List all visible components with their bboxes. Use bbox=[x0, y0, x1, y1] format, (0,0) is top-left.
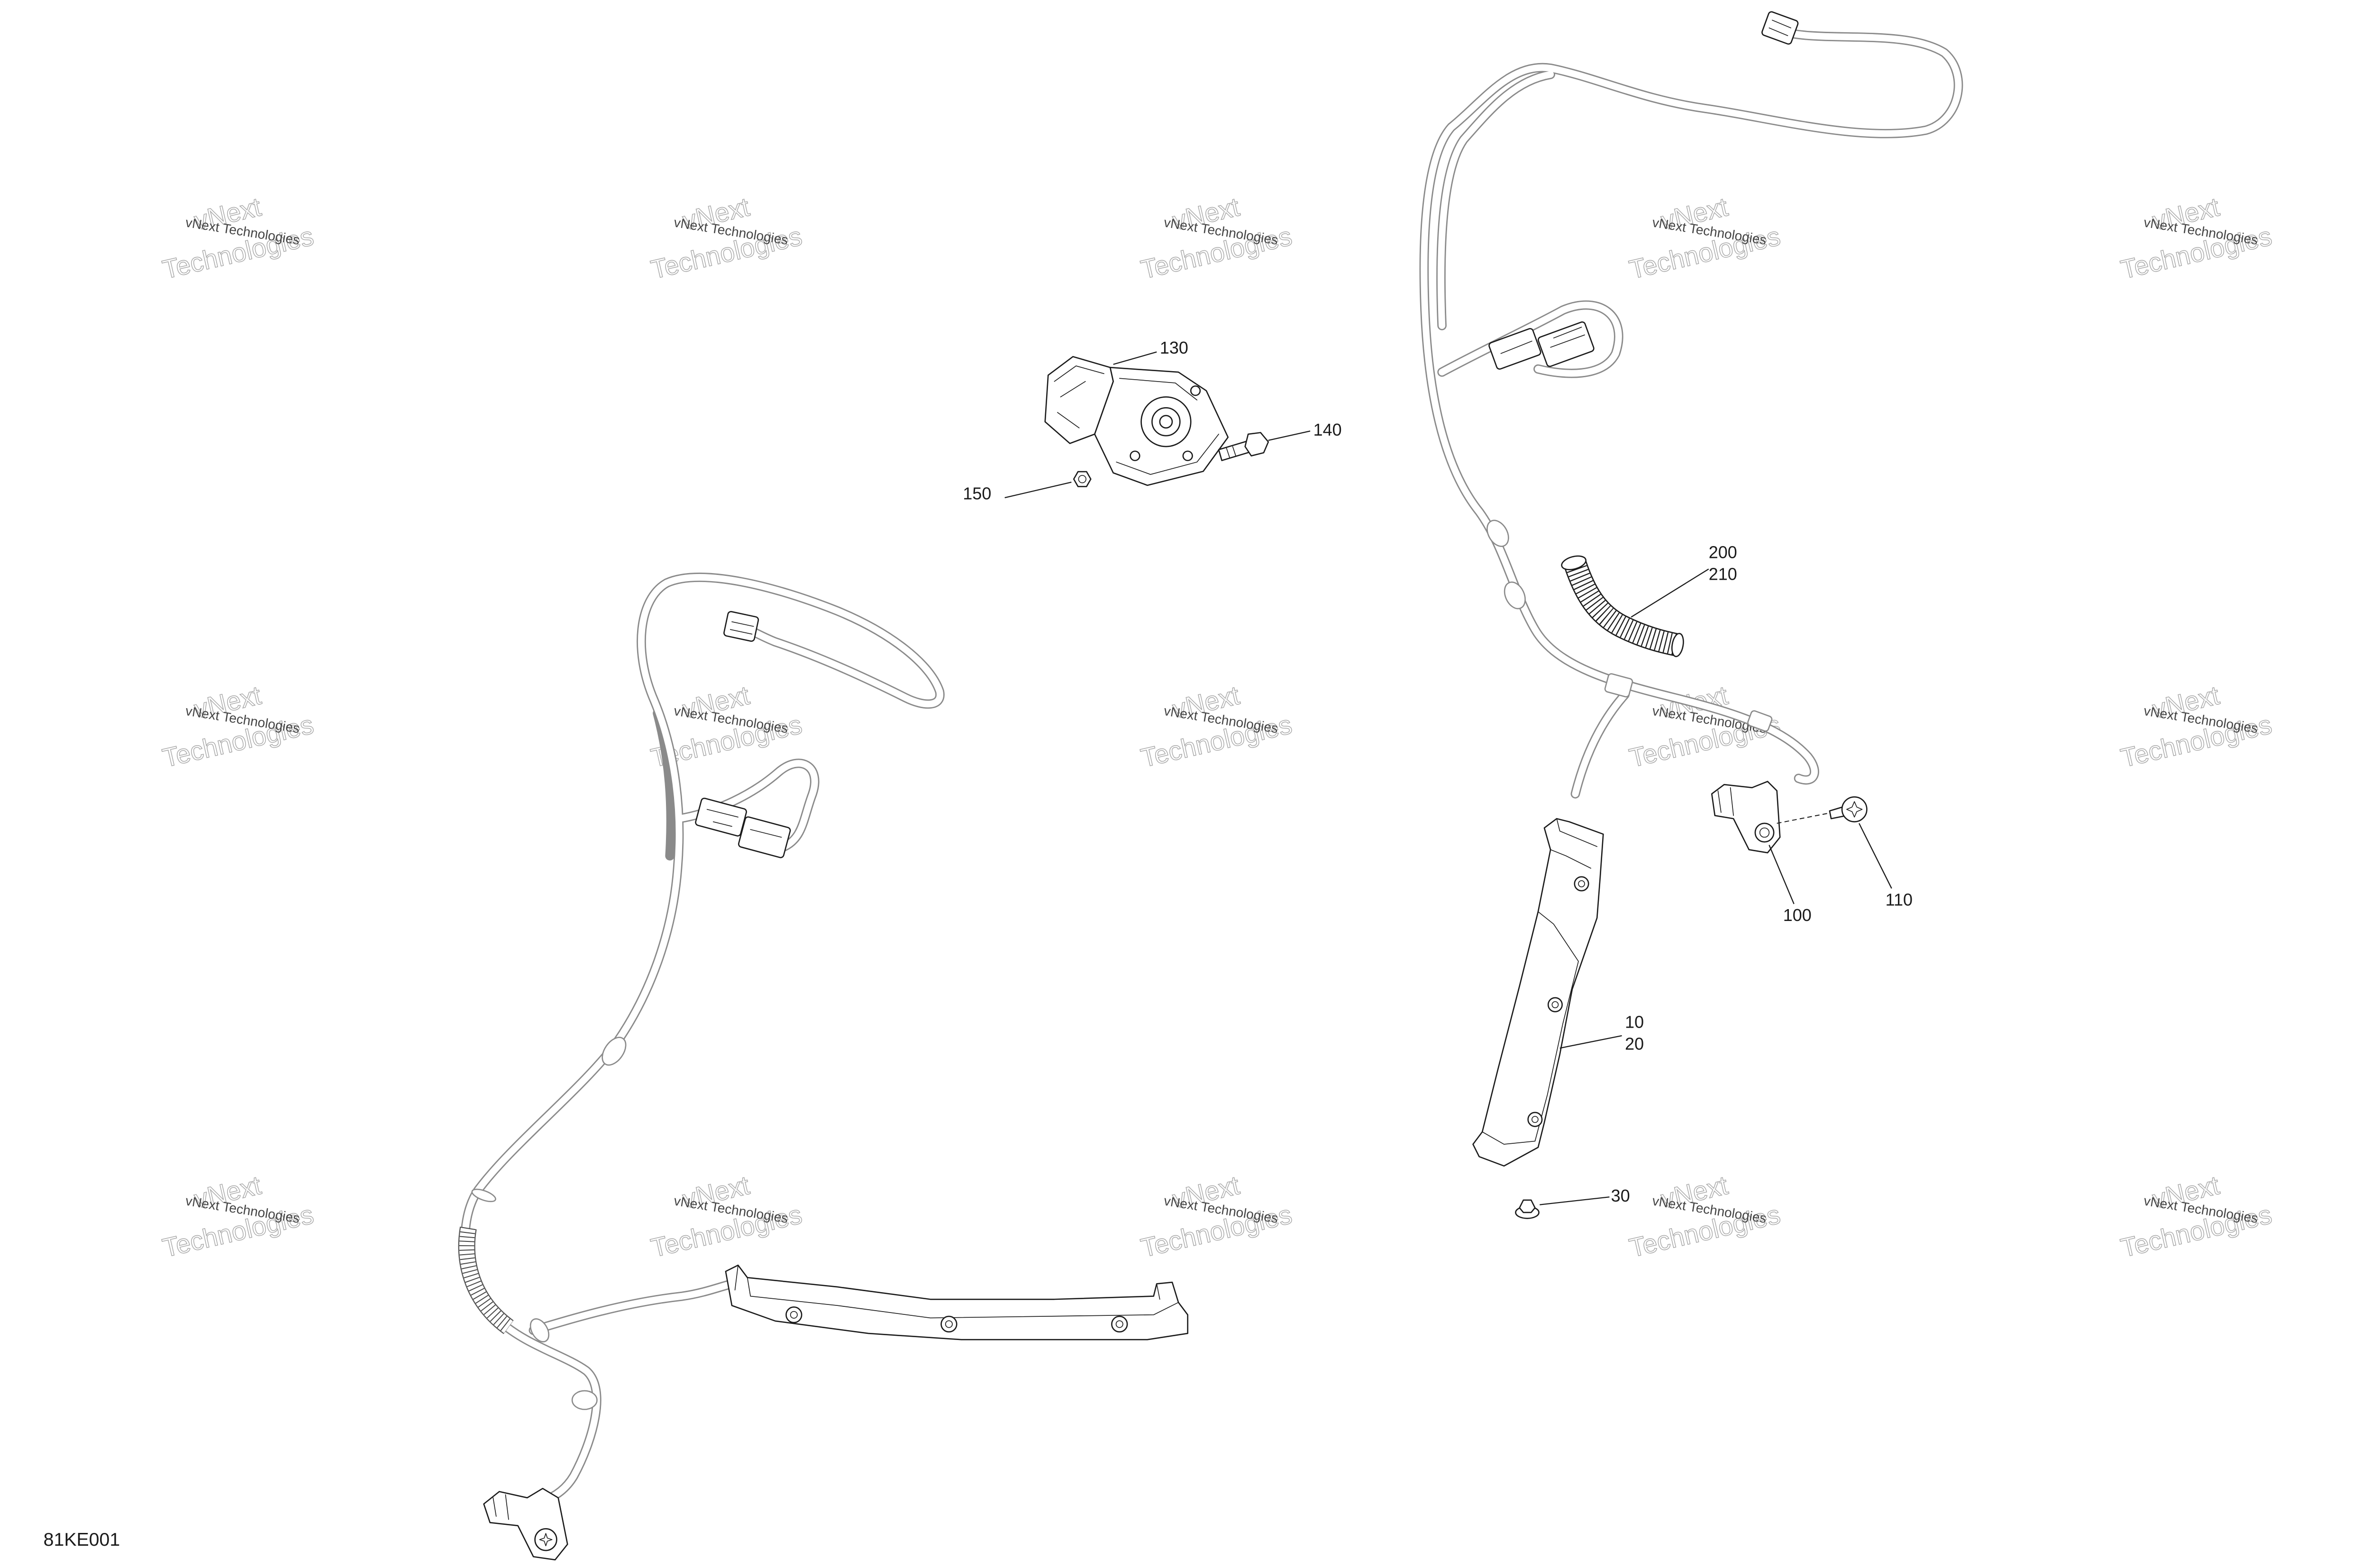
callout-100: 100 bbox=[1768, 845, 1812, 925]
callout-140: 140 bbox=[1268, 420, 1342, 441]
mount-hole bbox=[1130, 450, 1140, 461]
band bbox=[471, 1188, 496, 1203]
mount-hole bbox=[1190, 385, 1201, 396]
harness-outline bbox=[1419, 26, 1963, 799]
sleeve bbox=[1604, 673, 1633, 698]
leader-line bbox=[1004, 482, 1072, 499]
leader-line bbox=[1113, 351, 1157, 365]
callout-200-210: 200 210 bbox=[1631, 543, 1737, 618]
rail-body bbox=[725, 1264, 1189, 1340]
callout-label: 20 bbox=[1625, 1034, 1644, 1053]
callout-label: 140 bbox=[1313, 420, 1342, 439]
harness-clip-rail-left bbox=[725, 1264, 1189, 1340]
harness-second-strand bbox=[1436, 70, 1555, 330]
part-150-nut bbox=[1073, 471, 1092, 487]
part-110-screw bbox=[1829, 796, 1868, 822]
rail-grommet bbox=[1527, 1112, 1543, 1127]
callout-label: 130 bbox=[1160, 338, 1188, 357]
sensor-body bbox=[1711, 781, 1781, 854]
harness-trunk bbox=[1419, 26, 1963, 785]
leader-line bbox=[1768, 845, 1795, 904]
harness-connector-pair bbox=[695, 797, 791, 858]
figure-code: 81KE001 bbox=[44, 1529, 120, 1550]
assembly-line bbox=[1777, 810, 1841, 824]
callout-10-20: 10 20 bbox=[1559, 1012, 1644, 1053]
leader-line bbox=[1631, 568, 1709, 618]
grommet bbox=[571, 1390, 598, 1410]
tube-end bbox=[1671, 633, 1684, 657]
torx-icon bbox=[1846, 801, 1863, 818]
rail-grommet bbox=[785, 1306, 802, 1323]
sensor-bolt-head bbox=[534, 1528, 557, 1551]
part-140-bolt bbox=[1218, 432, 1269, 461]
wiring-harness-right bbox=[1419, 11, 1963, 799]
grommet bbox=[1486, 520, 1509, 547]
sensor-body bbox=[483, 1487, 568, 1560]
rail-grommet bbox=[940, 1315, 957, 1333]
callout-150: 150 bbox=[963, 482, 1072, 503]
harness-upper-loop-fill bbox=[663, 574, 944, 708]
callout-130: 130 bbox=[1113, 338, 1188, 365]
leader-line bbox=[1859, 823, 1892, 889]
rail-grommet bbox=[1574, 876, 1589, 892]
leader-line bbox=[1540, 1196, 1610, 1205]
callout-label: 150 bbox=[963, 483, 991, 503]
harness-connector-top bbox=[723, 611, 759, 642]
harness-rail-branch-fill bbox=[530, 1280, 736, 1334]
callout-label: 10 bbox=[1625, 1012, 1644, 1032]
wiring-harness-left bbox=[458, 573, 945, 1560]
tube-end bbox=[1561, 555, 1587, 571]
callout-110: 110 bbox=[1859, 823, 1913, 909]
harness-connector-top bbox=[1761, 11, 1799, 45]
rail-grommet bbox=[1111, 1315, 1128, 1333]
screw-head bbox=[1841, 796, 1868, 822]
callout-label: 100 bbox=[1783, 905, 1812, 925]
part-10-20-rail bbox=[1472, 818, 1604, 1167]
callout-30: 30 bbox=[1540, 1186, 1630, 1205]
rail-grommet bbox=[1547, 997, 1563, 1012]
nut-hex bbox=[1519, 1199, 1536, 1213]
rail-body bbox=[1472, 818, 1604, 1167]
grommet bbox=[1504, 581, 1526, 610]
harness-corrugated-sleeve bbox=[458, 1226, 514, 1334]
speed-sensor-left bbox=[483, 1487, 568, 1560]
harness-connector-pair bbox=[1488, 321, 1595, 370]
leader-line bbox=[1268, 430, 1311, 441]
harness-trunk-fill bbox=[462, 579, 683, 1504]
torx-icon bbox=[539, 1533, 553, 1547]
sleeve bbox=[1747, 710, 1773, 732]
callout-label: 200 bbox=[1709, 543, 1737, 562]
part-100-sensor bbox=[1711, 781, 1781, 854]
grommet bbox=[602, 1037, 627, 1066]
leader-line bbox=[1559, 1035, 1622, 1049]
callout-label: 30 bbox=[1611, 1186, 1630, 1205]
mount-hole bbox=[1182, 450, 1193, 461]
callout-label: 110 bbox=[1886, 890, 1913, 909]
part-130-sensor bbox=[1044, 356, 1229, 486]
part-30-nut bbox=[1515, 1199, 1540, 1219]
callout-label: 210 bbox=[1709, 564, 1737, 583]
part-200-210-corrugated-tube bbox=[1561, 555, 1684, 657]
grommet bbox=[529, 1318, 550, 1342]
bolt-head bbox=[1244, 432, 1269, 456]
harness-fill bbox=[1421, 27, 1962, 797]
